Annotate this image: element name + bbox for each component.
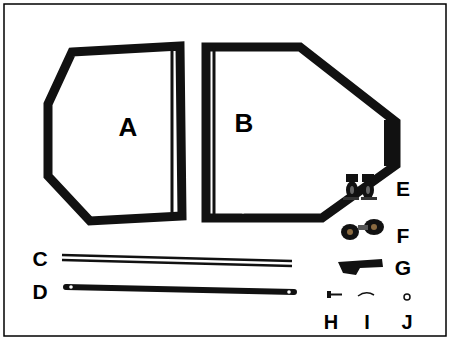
cross-bar — [66, 287, 294, 292]
part-letter: H — [324, 312, 338, 332]
sheet-border — [4, 4, 446, 336]
bolt — [327, 291, 342, 298]
part-letter: J — [401, 312, 412, 332]
part-letter: G — [395, 257, 411, 278]
bracket — [338, 259, 383, 275]
frame-plate — [384, 120, 398, 166]
clip — [358, 293, 374, 296]
bar-hole — [69, 285, 73, 289]
frame-edge — [171, 47, 174, 216]
caster — [343, 174, 359, 200]
ring — [404, 294, 410, 300]
part-letter: E — [396, 178, 410, 199]
caster — [361, 174, 377, 200]
side-frame — [206, 47, 396, 218]
part-letter: C — [32, 248, 47, 269]
part-letter: D — [32, 281, 47, 302]
part-letter: F — [397, 225, 410, 246]
frame-hole — [242, 211, 245, 214]
wheel — [358, 219, 384, 235]
wheel — [341, 224, 359, 240]
bar-hole — [287, 290, 291, 294]
frame-edge — [213, 47, 216, 218]
part-letter: A — [119, 114, 138, 140]
part-letter: I — [364, 312, 370, 332]
rod — [62, 260, 292, 266]
side-frame — [48, 46, 182, 221]
part-letter: B — [235, 110, 254, 136]
